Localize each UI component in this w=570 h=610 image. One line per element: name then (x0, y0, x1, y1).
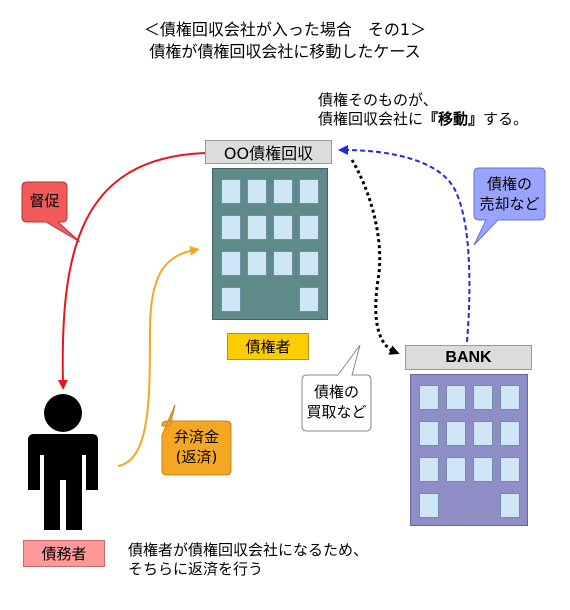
building-window (500, 421, 520, 446)
debtor-person-icon (28, 394, 98, 530)
diagram-title-line2: 債権が債権回収会社に移動したケース (149, 42, 421, 61)
building-window (473, 457, 493, 482)
building-window (500, 385, 520, 410)
bank-sign: BANK (405, 345, 532, 370)
repayment-callout-shape (161, 404, 232, 476)
building-window (500, 493, 520, 518)
collection-company-sign: OO債権回収 (205, 140, 332, 164)
top-note-line2-post: する。 (483, 110, 529, 128)
building-window (221, 287, 241, 312)
bottom-note-line1: 債権者が債権回収会社になるため、 (128, 541, 369, 559)
sale-arrow (338, 145, 471, 343)
diagram-title-line1: ＜債権回収会社が入った場合 その1＞ (143, 20, 427, 39)
building-window (221, 251, 241, 276)
purchase-arrow (350, 159, 400, 355)
building-window (221, 215, 241, 240)
sale-callout-line2: 売却など (479, 195, 540, 213)
building-window (419, 493, 439, 518)
top-note-line2-pre: 債権回収会社に (318, 110, 424, 128)
building-window (419, 421, 439, 446)
repayment-callout-line1: 弁済金 (173, 428, 219, 446)
sale-callout-shape (473, 167, 546, 246)
bank-building (410, 374, 528, 526)
building-window (273, 215, 293, 240)
sale-callout-line1: 債権の (486, 175, 532, 193)
dunning-callout-label: 督促 (29, 192, 60, 210)
building-window (419, 385, 439, 410)
building-window (247, 179, 267, 204)
bottom-note-line2: そちらに返済を行う (128, 560, 264, 578)
building-window (446, 421, 466, 446)
building-window (299, 251, 319, 276)
building-window (446, 457, 466, 482)
dunning-arrow (57, 152, 206, 390)
collection-company-building (212, 168, 328, 320)
building-window (299, 215, 319, 240)
top-note-move-emphasis: 『移動』 (423, 110, 484, 128)
building-window (473, 421, 493, 446)
building-window (446, 385, 466, 410)
purchase-callout-shape (301, 344, 372, 432)
top-note-line1: 債権そのものが、 (318, 91, 438, 109)
building-window (247, 215, 267, 240)
dunning-callout-shape (21, 181, 81, 243)
repayment-arrow (117, 245, 200, 467)
purchase-callout-line1: 債権の (313, 383, 359, 401)
building-window (473, 385, 493, 410)
top-note-line2: 債権回収会社に『移動』する。 (318, 110, 528, 129)
creditor-label: 債権者 (227, 333, 309, 360)
building-window (500, 457, 520, 482)
repayment-callout-line2: (返済) (175, 448, 218, 466)
building-window (299, 287, 319, 312)
building-window (299, 179, 319, 204)
purchase-callout-line2: 買取など (306, 403, 367, 421)
building-window (247, 251, 267, 276)
building-window (419, 457, 439, 482)
debtor-label: 債務者 (23, 540, 105, 567)
building-window (273, 179, 293, 204)
building-window (221, 179, 241, 204)
building-window (273, 251, 293, 276)
